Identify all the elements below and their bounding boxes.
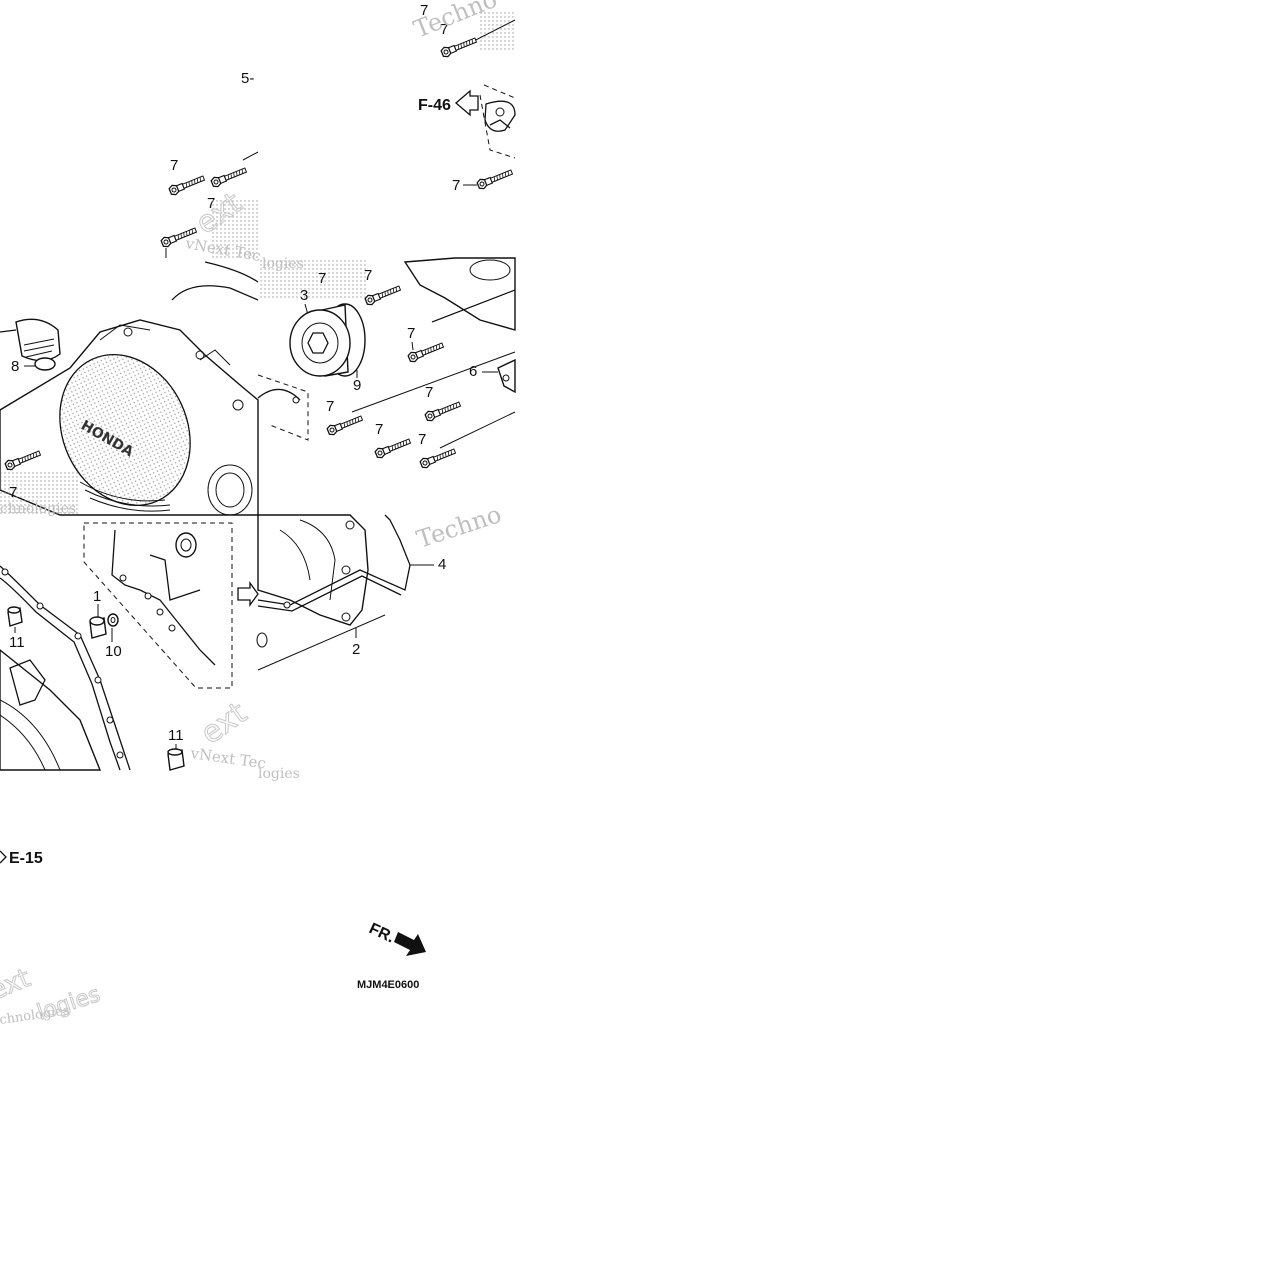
callout-7: 7: [420, 2, 428, 19]
callout-7: 7: [9, 484, 17, 501]
callout-6: 6: [469, 363, 477, 380]
callout-7: 7: [425, 384, 433, 401]
callout-8: 8: [11, 358, 19, 375]
callout-7: 7: [418, 431, 426, 448]
callout-10: 10: [105, 643, 122, 660]
bolt-icon: [373, 435, 413, 460]
bolt-icon: [406, 339, 446, 364]
bolt-icon: [363, 282, 403, 307]
tile-top-left: 5- 7 7 vNext Tec ext: [159, 70, 262, 265]
washer-icon: [107, 613, 119, 627]
tile-middle-left: 8 HONDA 7 chnologies: [0, 261, 259, 517]
reference-e15[interactable]: E-15: [9, 850, 43, 867]
callout-11: 11: [9, 634, 25, 651]
callout-7: 7: [375, 421, 383, 438]
callout-7: 7: [440, 21, 448, 38]
watermark-text: logies: [262, 256, 304, 272]
callout-7: 7: [170, 157, 178, 174]
watermark-text: ext: [195, 696, 254, 752]
bolt-icon: [167, 172, 207, 197]
o-ring-icon: [34, 357, 56, 371]
callout-5: 5-: [241, 70, 254, 87]
callout-3: 3: [300, 287, 308, 304]
bolt-icon: [325, 412, 365, 437]
crankcase-cover: [257, 514, 369, 626]
watermark-text: logies: [258, 766, 300, 782]
arrow-left-icon: [455, 89, 479, 117]
tile-center: logies 7 7 3 9 7 6 7 7: [257, 256, 516, 470]
bolt-icon: [209, 164, 249, 189]
arrow-right-icon: [237, 581, 259, 607]
tile-bottom-left: 11 1 10 11 vNext Tec ext: [0, 522, 267, 773]
bolt-icon: [418, 445, 458, 470]
callout-7: 7: [452, 177, 460, 194]
callout-4: 4: [438, 556, 446, 573]
callout-7: 7: [326, 398, 334, 415]
detail-box: [83, 522, 233, 689]
watermark-text: logies: [34, 982, 103, 1026]
watermark-text: vNext Tec: [188, 744, 267, 773]
watermark-text: chnologies: [0, 501, 76, 517]
drain-plug-icon: [289, 309, 351, 377]
reference-f46[interactable]: F-46: [418, 97, 451, 114]
plate-icon: [497, 358, 516, 394]
callout-9: 9: [353, 377, 361, 394]
callout-7: 7: [364, 267, 372, 284]
bolt-icon: [475, 166, 515, 191]
watermark-text: ext: [0, 963, 35, 1006]
bolt-icon: [423, 398, 463, 423]
callout-11: 11: [168, 727, 184, 744]
front-indicator-label: FR.: [366, 920, 397, 946]
front-arrow-icon: [394, 932, 426, 956]
tile-top-right: 7 7 Techno F-46 7: [410, 0, 516, 194]
callout-7: 7: [407, 325, 415, 342]
diagram-code: MJM4E0600: [357, 979, 419, 991]
callout-2: 2: [352, 641, 360, 658]
callout-7: 7: [318, 270, 326, 287]
arrow-right-icon: [0, 850, 7, 864]
callout-1: 1: [93, 588, 101, 605]
bolt-icon: [439, 34, 479, 59]
tile-bottom-center: 2 4 Techno: [256, 500, 505, 671]
watermark-text: Techno: [413, 500, 505, 554]
